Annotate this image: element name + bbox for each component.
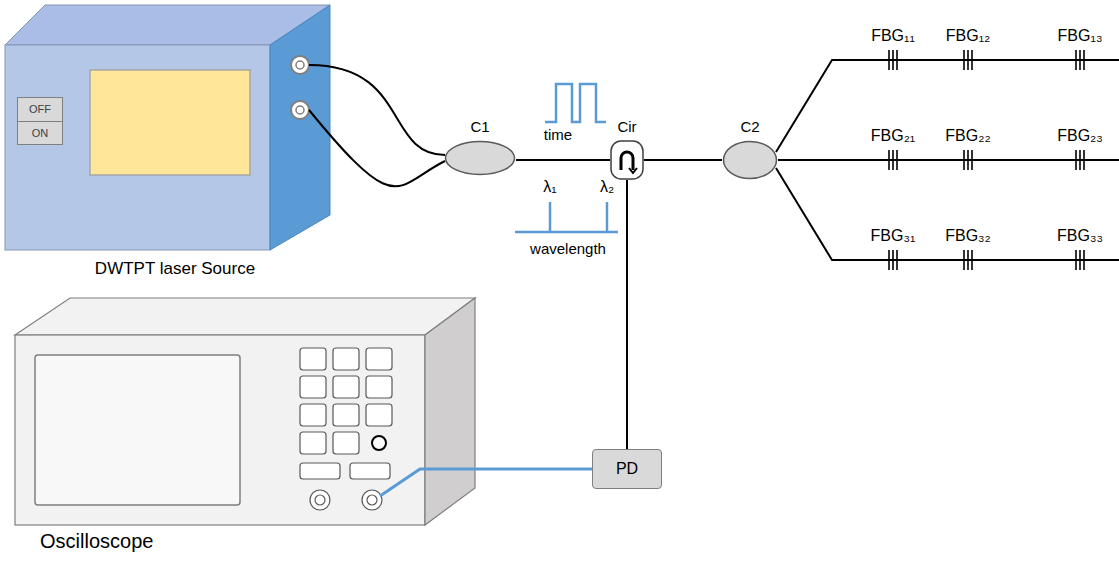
spectrum-lines bbox=[515, 202, 618, 232]
component-label: C1 bbox=[470, 118, 489, 135]
device-label: Oscilloscope bbox=[40, 530, 153, 553]
oscilloscope: Oscilloscope bbox=[5, 290, 480, 560]
box-label: PD bbox=[616, 460, 638, 478]
laser-source: DWTPT laser Source OFFON bbox=[5, 5, 345, 285]
switch-label: OFF bbox=[18, 98, 62, 122]
switch-label: ON bbox=[18, 122, 62, 145]
photodetector-box: PD bbox=[592, 449, 662, 489]
circulator-symbol bbox=[610, 140, 644, 180]
fiber-coupler: C1 bbox=[444, 118, 516, 176]
signal-label: λ₂ bbox=[600, 178, 614, 196]
grating-label: FBG₃₃ bbox=[1057, 227, 1103, 245]
component-label: C2 bbox=[740, 118, 759, 135]
coupler-ellipse bbox=[444, 140, 516, 176]
probe-cable bbox=[380, 469, 480, 496]
grating-label: FBG₁₃ bbox=[1058, 27, 1103, 45]
power-switch: OFFON bbox=[17, 97, 63, 145]
signal-label: time bbox=[544, 126, 572, 143]
grating-label: FBG₂₁ bbox=[871, 127, 916, 145]
fiber-branches bbox=[776, 60, 1119, 260]
circulator: Cir bbox=[610, 118, 644, 180]
optical-fiber bbox=[309, 110, 445, 186]
device-label: DWTPT laser Source bbox=[5, 259, 345, 279]
fiber-coupler: C2 bbox=[722, 118, 778, 180]
grating-label: FBG₁₂ bbox=[946, 27, 991, 45]
signal-label: λ₁ bbox=[543, 178, 556, 196]
signal-label: wavelength bbox=[530, 240, 606, 257]
optical-fiber bbox=[516, 159, 610, 161]
oscilloscope-illustration bbox=[15, 298, 480, 525]
laser-source-illustration bbox=[5, 5, 330, 250]
grating-label: FBG₂₂ bbox=[945, 127, 990, 145]
optical-fiber bbox=[644, 159, 722, 161]
pulse-train bbox=[545, 84, 606, 122]
optical-fiber bbox=[626, 180, 628, 449]
optical-fiber bbox=[309, 65, 445, 155]
coupler-ellipse bbox=[722, 140, 778, 180]
fbg-gratings bbox=[889, 50, 1084, 270]
signal-cable bbox=[480, 468, 592, 471]
grating-label: FBG₁₁ bbox=[871, 27, 915, 45]
grating-label: FBG₃₁ bbox=[871, 227, 916, 245]
component-label: Cir bbox=[617, 118, 636, 135]
grating-label: FBG₂₃ bbox=[1057, 127, 1103, 145]
grating-label: FBG₃₂ bbox=[945, 227, 991, 245]
